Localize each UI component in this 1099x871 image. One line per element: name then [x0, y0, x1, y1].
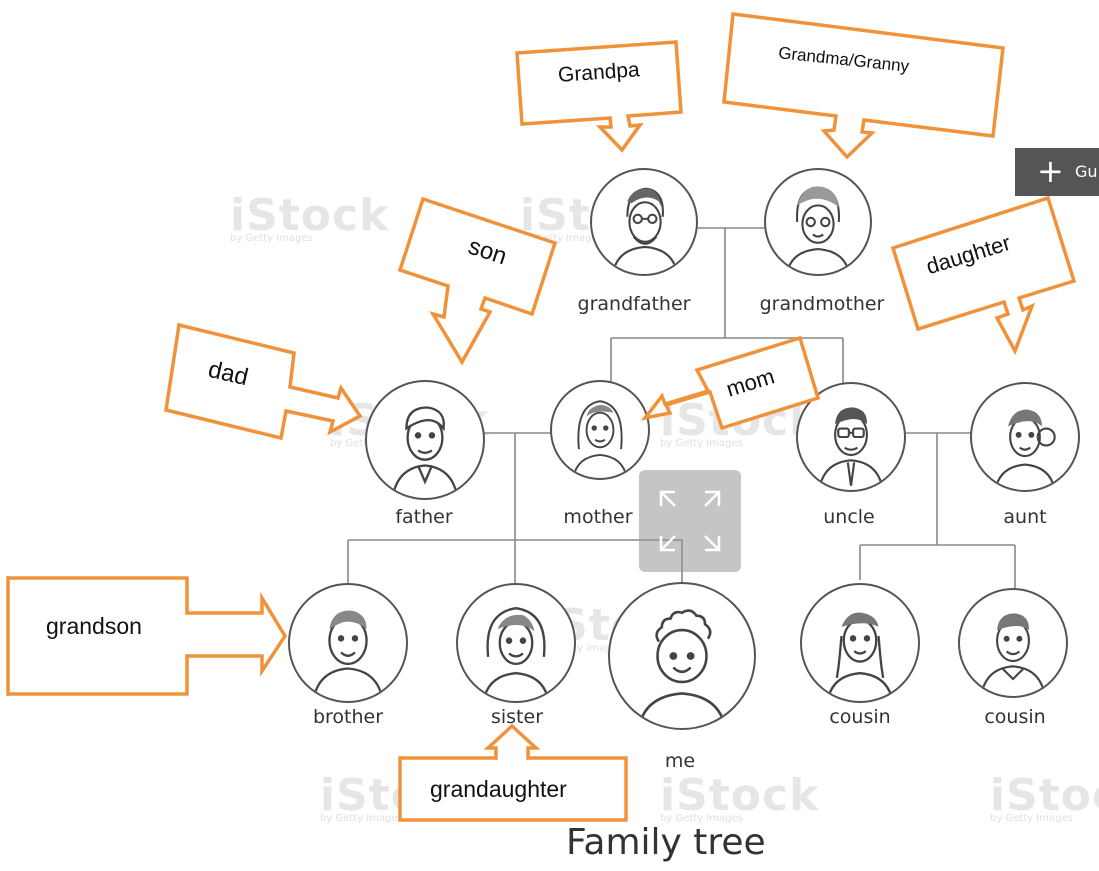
- label-brother: brother: [312, 706, 384, 728]
- callout-grandson-text: grandson: [46, 613, 142, 639]
- uncle-portrait: [796, 382, 906, 492]
- callout-granddaughter-text: grandaughter: [430, 776, 567, 802]
- watermark-text: iStock: [660, 770, 820, 821]
- cousin-girl-portrait: [800, 583, 920, 703]
- sister-portrait: [456, 583, 576, 703]
- expand-icon: [659, 490, 721, 552]
- label-father: father: [395, 506, 453, 528]
- watermark-subtext: by Getty Images: [660, 438, 743, 449]
- add-guide-button[interactable]: + Gu: [1015, 148, 1099, 196]
- label-grandmother: grandmother: [759, 293, 885, 315]
- plus-icon: +: [1037, 152, 1064, 190]
- callout-son: [397, 196, 558, 366]
- watermark-subtext: by Getty Images: [660, 813, 743, 824]
- add-guide-label: Gu: [1075, 162, 1098, 181]
- callout-grandma: [722, 12, 1005, 160]
- callout-granddaughter: [398, 723, 628, 822]
- callout-daughter: [890, 195, 1077, 356]
- label-aunt: aunt: [1003, 506, 1047, 528]
- watermark-subtext: by Getty Images: [990, 813, 1073, 824]
- callout-grandpa: [515, 40, 683, 153]
- watermark-subtext: by Getty Images: [230, 233, 313, 244]
- label-sister: sister: [490, 706, 544, 728]
- expand-image-button[interactable]: [639, 470, 741, 572]
- brother-portrait: [288, 583, 408, 703]
- callout-grandson: [6, 576, 288, 696]
- label-mother: mother: [563, 506, 633, 528]
- watermark-text: iStock: [990, 770, 1099, 821]
- me-portrait: [608, 582, 756, 730]
- label-cousin: cousin: [829, 706, 891, 728]
- watermark-subtext: by Getty Images: [520, 233, 603, 244]
- diagram-title: Family tree: [566, 822, 766, 863]
- mother-portrait: [550, 380, 650, 480]
- watermark-subtext: by Getty Images: [540, 643, 623, 654]
- father-portrait: [365, 380, 485, 500]
- callout-dad: [164, 322, 363, 441]
- grandfather-portrait: [590, 168, 698, 276]
- cousin-boy-portrait: [958, 588, 1068, 698]
- callout-mom: [640, 335, 821, 431]
- aunt-portrait: [970, 382, 1080, 492]
- label-grandfather: grandfather: [577, 293, 691, 315]
- label-uncle: uncle: [823, 506, 875, 528]
- label-me: me: [664, 750, 696, 772]
- grandmother-portrait: [764, 168, 872, 276]
- watermark-text: iStock: [230, 190, 390, 241]
- label-cousin: cousin: [984, 706, 1046, 728]
- watermark-subtext: by Getty Images: [320, 813, 403, 824]
